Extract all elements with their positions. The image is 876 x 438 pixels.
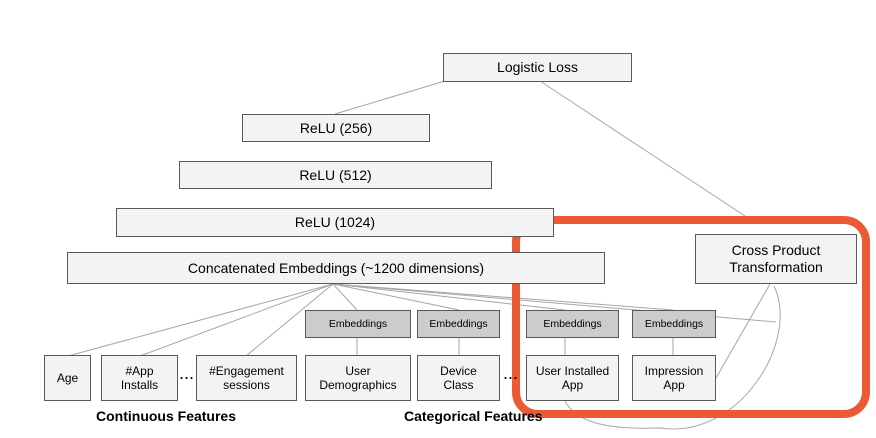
highlight-rectangle xyxy=(512,216,870,418)
categorical-features-label: Categorical Features xyxy=(404,408,543,424)
feature-user-demographics: User Demographics xyxy=(305,355,411,401)
feature-user-demographics-label: User Demographics xyxy=(319,364,397,392)
feature-impression-app: Impression App xyxy=(632,355,716,401)
feature-user-installed-app: User Installed App xyxy=(526,355,619,401)
continuous-features-label: Continuous Features xyxy=(96,408,237,424)
logistic-loss-node: Logistic Loss xyxy=(443,53,632,82)
relu-1024-label: ReLU (1024) xyxy=(294,214,376,230)
relu-1024-node: ReLU (1024) xyxy=(116,208,554,237)
embeddings-label-2: Embeddings xyxy=(429,318,488,330)
ellipsis-continuous: ... xyxy=(179,363,195,383)
edge-concat-emb3 xyxy=(332,283,566,311)
relu-256-label: ReLU (256) xyxy=(299,119,373,136)
feature-device-class: Device Class xyxy=(417,355,500,401)
embeddings-label-1: Embeddings xyxy=(328,318,388,330)
edge-loss-cross xyxy=(539,80,749,219)
edge-concat-age xyxy=(67,283,334,357)
feature-age: Age xyxy=(44,355,91,401)
logistic-loss-label: Logistic Loss xyxy=(497,59,578,75)
feature-user-installed-app-label: User Installed App xyxy=(535,364,610,392)
concat-embeddings-node: Concatenated Embeddings (~1200 dimension… xyxy=(67,252,605,284)
concat-embeddings-label: Concatenated Embeddings (~1200 dimension… xyxy=(187,259,485,276)
feature-device-class-label: Device Class xyxy=(440,364,477,392)
relu-512-label: ReLU (512) xyxy=(299,166,372,183)
feature-engagement-sessions: #Engagement sessions xyxy=(196,355,297,401)
relu-512-node: ReLU (512) xyxy=(179,161,492,189)
feature-engagement-sessions-label: #Engagement sessions xyxy=(209,364,284,392)
relu-256-node: ReLU (256) xyxy=(242,114,430,142)
embeddings-box-3: Embeddings xyxy=(526,310,619,338)
edge-concat-installs xyxy=(139,283,334,357)
feature-impression-app-label: Impression App xyxy=(644,364,704,392)
embeddings-label-3: Embeddings xyxy=(543,318,602,330)
feature-age-label: Age xyxy=(56,371,79,385)
feature-app-installs-label: #App Installs xyxy=(120,364,159,392)
embeddings-label-4: Embeddings xyxy=(644,318,704,330)
edge-concat-emb4 xyxy=(332,283,674,311)
cross-product-label: Cross Product Transformation xyxy=(729,242,823,275)
edge-cross-impression xyxy=(715,283,771,379)
edge-cross-installed xyxy=(564,285,781,430)
edge-concat-emb2 xyxy=(332,283,460,311)
cross-product-node: Cross Product Transformation xyxy=(695,234,857,284)
edge-concat-emb1 xyxy=(332,283,358,311)
embeddings-box-2: Embeddings xyxy=(417,310,500,338)
edge-loss-relu256 xyxy=(334,80,446,115)
edge-concat-engagement xyxy=(245,283,334,357)
embeddings-box-1: Embeddings xyxy=(305,310,411,338)
embeddings-box-4: Embeddings xyxy=(632,310,716,338)
feature-app-installs: #App Installs xyxy=(101,355,178,401)
ellipsis-categorical: ... xyxy=(503,363,519,383)
